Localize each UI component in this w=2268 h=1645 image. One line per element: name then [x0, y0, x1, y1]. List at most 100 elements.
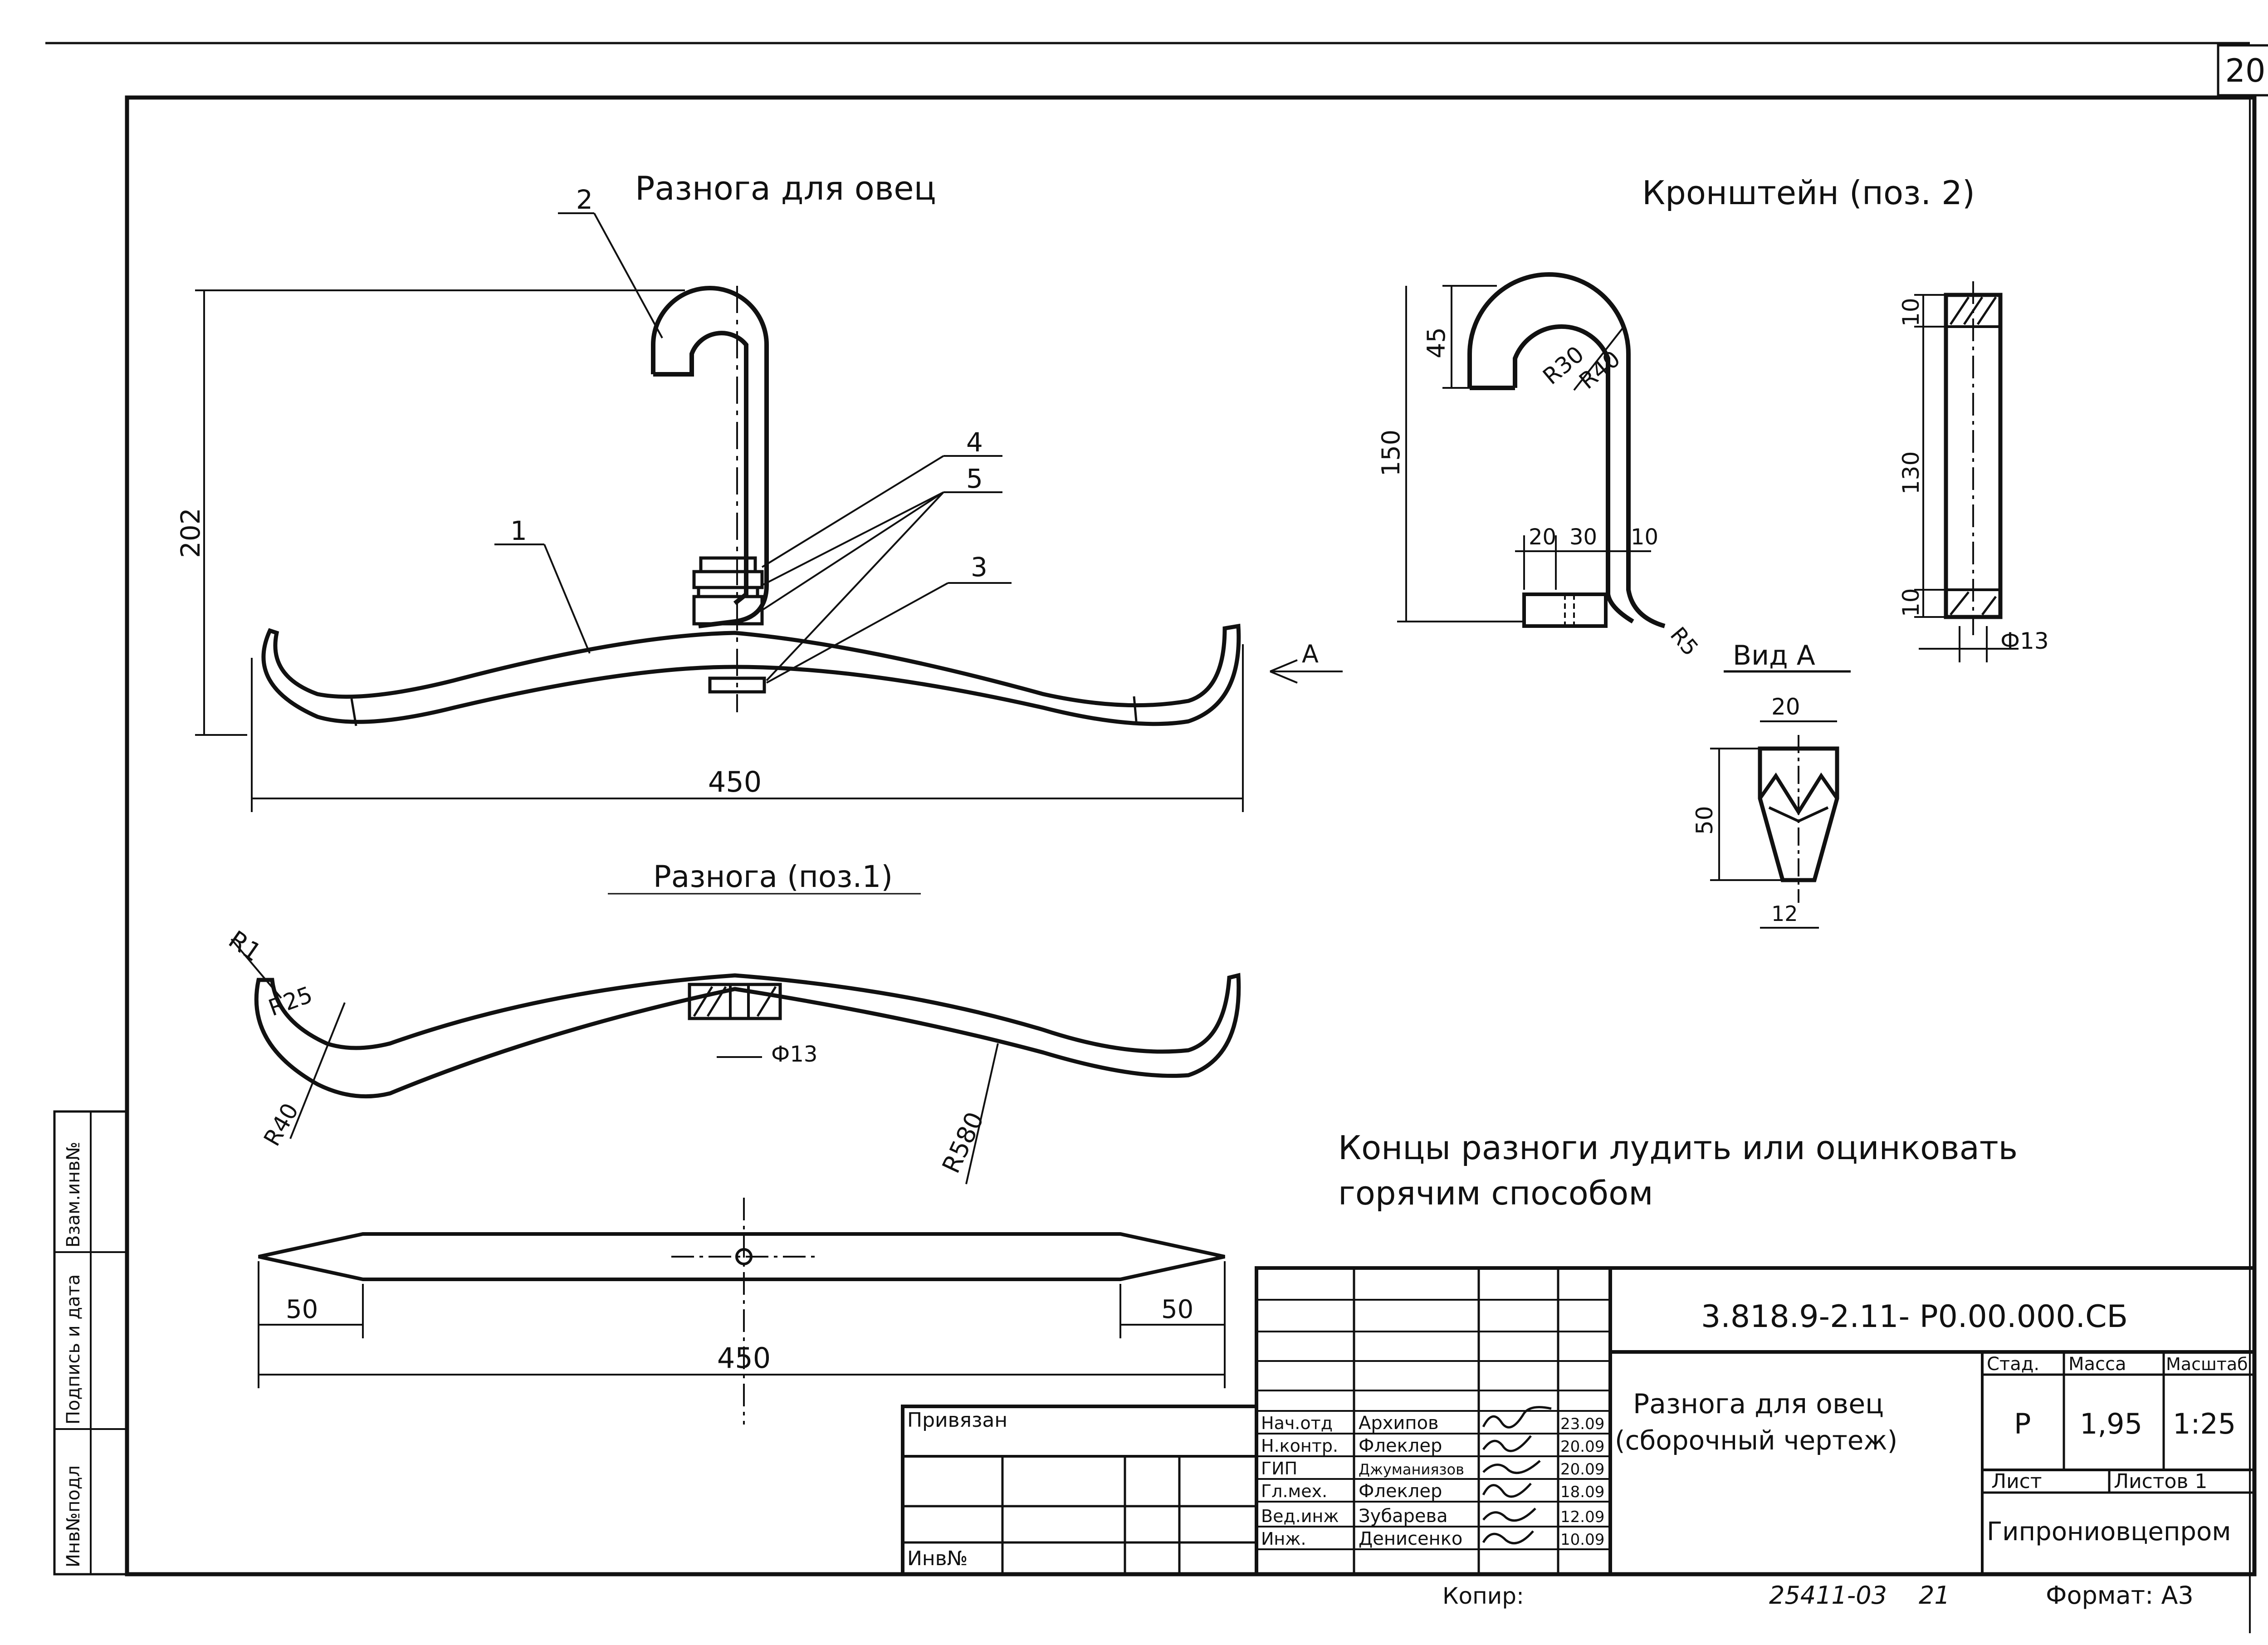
- washer: [692, 595, 764, 626]
- svg-text:Гл.мех.: Гл.мех.: [1261, 1481, 1327, 1501]
- bracket-outline: [1467, 272, 1666, 628]
- view-a: Вид А 20 50 12: [1691, 640, 1851, 929]
- footer-format: Формат: А3: [2046, 1581, 2194, 1610]
- footer: Копир: 25411-03 21 Формат: А3: [1442, 1581, 2194, 1610]
- signatory-row: Н.контр. Флеклер 20.09: [1261, 1435, 1604, 1456]
- pos-3: 3: [971, 552, 987, 583]
- assembly-hook: [651, 286, 769, 628]
- title-block: 3.818.9-2.11- Р0.00.000.СБ Разнога для о…: [1255, 1266, 2256, 1576]
- svg-text:Инж.: Инж.: [1261, 1529, 1306, 1549]
- inv-no-label: Инв№: [907, 1547, 968, 1570]
- assembly-rest-bar: [261, 623, 1241, 726]
- svg-text:23.09: 23.09: [1560, 1415, 1604, 1433]
- dim-bracket-r5: R5: [1665, 622, 1703, 661]
- organization: Гипрониовцепром: [1987, 1517, 2231, 1547]
- sheets-label: Листов 1: [2114, 1470, 2207, 1493]
- mass-value: 1,95: [2080, 1407, 2142, 1440]
- footer-archive-no: 25411-03: [1769, 1581, 1887, 1610]
- view-arrow-a: A: [1302, 640, 1319, 668]
- dim-plan-450: 450: [717, 1341, 771, 1375]
- view-a-title: Вид А: [1733, 640, 1815, 671]
- dim-assembly-height: 202: [175, 508, 206, 558]
- dim-side-phi13: Ф13: [2000, 628, 2049, 654]
- dim-side-10-top: 10: [1898, 298, 1924, 327]
- svg-text:Н.контр.: Н.контр.: [1261, 1436, 1338, 1456]
- dim-bracket-45: 45: [1422, 327, 1451, 358]
- dim-plan-50-left: 50: [286, 1295, 318, 1324]
- dim-viewa-12: 12: [1771, 901, 1798, 926]
- dim-bracket-30: 30: [1569, 524, 1597, 550]
- signatory-row: ГИП Джуманиязов 20.09: [1261, 1459, 1604, 1479]
- dim-bracket-20: 20: [1529, 524, 1556, 550]
- dim-bracket-10: 10: [1631, 524, 1658, 550]
- dim-part-r580: R580: [937, 1107, 990, 1177]
- dim-viewa-50: 50: [1691, 806, 1718, 835]
- note: Концы разноги лудить или оцинковать горя…: [1338, 1129, 2018, 1212]
- note-line1: Концы разноги лудить или оцинковать: [1338, 1129, 2018, 1167]
- svg-text:Нач.отд: Нач.отд: [1261, 1413, 1333, 1433]
- lower-nut: [708, 676, 766, 694]
- sheet-number: 20: [2225, 52, 2265, 89]
- left-margin-stamp: Инв№подл Подпись и дата Взам.инв№: [53, 1110, 128, 1576]
- footer-page-no: 21: [1919, 1581, 1950, 1610]
- dim-plan-50-right: 50: [1161, 1295, 1193, 1324]
- pos-5: 5: [966, 463, 983, 494]
- signatory-row: Вед.инж Зубарева 12.09: [1261, 1506, 1604, 1527]
- part1-outline: [254, 973, 1241, 1099]
- col-mass-label: Масса: [2068, 1354, 2126, 1375]
- assembly-title: Разнога для овец: [635, 169, 936, 207]
- col-stage-label: Стад.: [1987, 1354, 2039, 1375]
- dim-side-10-bottom: 10: [1898, 588, 1924, 617]
- margin-vzam-inv: Взам.инв№: [63, 1142, 84, 1248]
- privyazan-label: Привязан: [907, 1409, 1007, 1432]
- bracket-view: Кронштейн (поз. 2) 45 150 R30 R40 20 30 …: [1377, 174, 1975, 661]
- signatory-row: Гл.мех. Флеклер 18.09: [1261, 1481, 1604, 1502]
- svg-text:Вед.инж: Вед.инж: [1261, 1506, 1339, 1526]
- svg-text:Архипов: Архипов: [1359, 1413, 1439, 1434]
- signatory-row: Нач.отд Архипов 23.09: [1261, 1413, 1604, 1434]
- svg-text:Джуманиязов: Джуманиязов: [1359, 1461, 1464, 1478]
- dim-assembly-width: 450: [708, 765, 762, 798]
- svg-text:20.09: 20.09: [1560, 1460, 1604, 1479]
- col-scale-label: Масштаб: [2166, 1354, 2248, 1374]
- part1-view: Разнога (поз.1) Ф13 R1 R25 R40 R580: [224, 859, 1241, 1185]
- note-line2: горячим способом: [1338, 1174, 1653, 1212]
- dim-part-r40: R40: [259, 1099, 303, 1151]
- svg-text:Флеклер: Флеклер: [1359, 1481, 1442, 1502]
- plan-outline: [258, 1232, 1225, 1281]
- plan-view: 50 50 450: [258, 1198, 1226, 1425]
- svg-text:12.09: 12.09: [1560, 1508, 1604, 1526]
- pos-1: 1: [510, 515, 527, 546]
- pos-2: 2: [576, 184, 593, 215]
- assembly-view: Разнога для овец 202 450 A 2: [175, 169, 1343, 812]
- svg-text:18.09: 18.09: [1560, 1483, 1604, 1501]
- sheet-label: Лист: [1991, 1470, 2042, 1493]
- bracket-side-view: 10 130 10 Ф13: [1898, 281, 2049, 662]
- drawing-name-line2: (сборочный чертеж): [1615, 1425, 1897, 1456]
- dim-viewa-20: 20: [1771, 694, 1800, 720]
- bracket-side-outline: [1944, 293, 2003, 619]
- margin-inv-podl: Инв№подл: [63, 1465, 84, 1567]
- signatory-row: Инж. Денисенко 10.09: [1261, 1528, 1604, 1549]
- svg-text:Денисенко: Денисенко: [1359, 1528, 1462, 1549]
- part1-title: Разнога (поз.1): [653, 859, 893, 894]
- svg-text:20.09: 20.09: [1560, 1438, 1604, 1456]
- drawing-name-line1: Разнога для овец: [1633, 1388, 1884, 1420]
- scale-value: 1:25: [2173, 1407, 2236, 1440]
- dim-part-r1: R1: [224, 925, 267, 967]
- svg-text:Флеклер: Флеклер: [1359, 1435, 1442, 1456]
- nut: [692, 570, 764, 589]
- stage-value: Р: [2014, 1407, 2031, 1440]
- svg-text:ГИП: ГИП: [1261, 1459, 1297, 1479]
- designation: 3.818.9-2.11- Р0.00.000.СБ: [1701, 1299, 2128, 1335]
- svg-text:Зубарева: Зубарева: [1359, 1506, 1448, 1527]
- dim-part-phi13: Ф13: [771, 1042, 817, 1067]
- signature-scribbles: [1482, 1406, 1552, 1545]
- dim-bracket-150: 150: [1377, 430, 1405, 476]
- sheet-number-box: [2217, 44, 2268, 97]
- privyazan-block: Привязан Инв№: [901, 1405, 1258, 1576]
- dim-side-130: 130: [1898, 451, 1924, 494]
- margin-podpis-data: Подпись и дата: [63, 1274, 84, 1425]
- svg-text:10.09: 10.09: [1560, 1531, 1604, 1549]
